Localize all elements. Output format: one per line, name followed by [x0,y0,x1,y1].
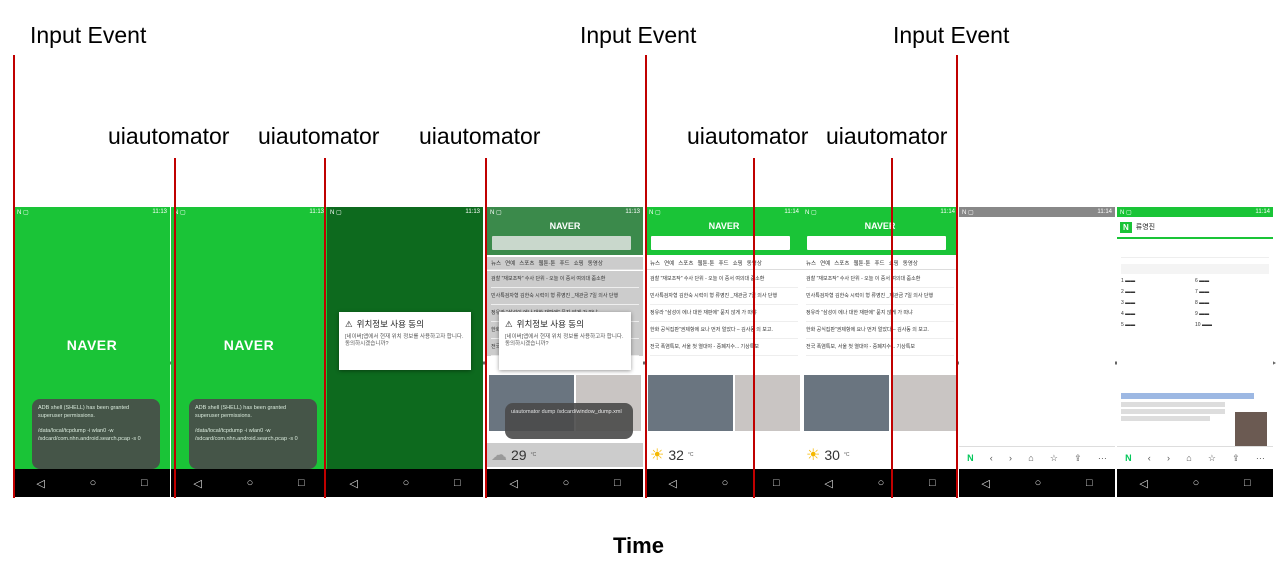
uiautomator-line-1 [174,158,176,498]
search-box [492,236,631,250]
person-photo [1235,412,1267,446]
naver-logo: NAVER [66,337,118,353]
status-bar: N ▢11:13 [174,209,324,216]
naver-header: NAVER [549,221,581,231]
android-nav: ◁○□ [327,469,483,497]
warning-icon: ⚠ [505,318,513,329]
screen-1: N ▢11:13 NAVER ADB shell (SHELL) has bee… [14,207,170,497]
status-bar: N ▢11:14 [959,207,1115,217]
screen-2: N ▢11:13 NAVER ADB shell (SHELL) has bee… [171,207,327,497]
search-box [651,236,790,250]
screen-7: N ▢11:14 N‹›⌂☆⇪··· ◁○□ [959,207,1115,497]
input-event-line-1 [13,55,15,498]
uiautomator-label-1: uiautomator [108,123,230,149]
uiautomator-line-3 [485,158,487,498]
time-label: Time [613,533,664,558]
browser-nav: N‹›⌂☆⇪··· [1117,446,1273,469]
news-photo [804,375,956,431]
input-event-label-2: Input Event [580,22,697,48]
input-event-line-3 [956,55,958,498]
browser-nav: N‹›⌂☆⇪··· [959,446,1115,469]
android-nav: ◁○□ [802,469,958,497]
search-query: 류영진 [1135,224,1156,231]
screen-8: N ▢11:14 N 류영진 1 ▬▬6 ▬▬2 ▬▬7 ▬▬3 ▬▬8 ▬▬4… [1117,207,1273,497]
uiautomator-line-4 [753,158,755,498]
uiautomator-label-4: uiautomator [687,123,809,149]
uiautomator-label-2: uiautomator [258,123,380,149]
weather: ☀32°C [646,443,802,467]
android-nav: ◁○□ [487,469,643,497]
toast: ADB shell (SHELL) has been granted super… [32,399,160,469]
sun-icon: ☀ [806,447,821,464]
status-bar: N ▢11:13 [330,209,480,216]
naver-n-icon: N [1120,221,1132,233]
input-event-label-3: Input Event [893,22,1010,48]
naver-header: NAVER [864,221,896,231]
status-bar: N ▢11:14 [1117,207,1273,217]
status-bar: N ▢11:14 [649,209,799,216]
naver-logo: NAVER [223,337,275,353]
status-bar: N ▢11:14 [805,209,955,216]
search-box [807,236,946,250]
location-dialog: ⚠위치정보 사용 동의 [네이버]앱에서 현재 위치 정보를 사용하고자 합니다… [339,312,471,370]
toast: ADB shell (SHELL) has been granted super… [189,399,317,469]
screen-3: N ▢11:13 ⚠위치정보 사용 동의 [네이버]앱에서 현재 위치 정보를 … [327,207,483,497]
status-bar: N ▢11:13 [490,209,640,216]
uiautomator-line-2 [324,158,326,498]
input-event-label-1: Input Event [30,22,147,48]
android-nav: ◁○□ [959,469,1115,497]
location-dialog: ⚠위치정보 사용 동의 [네이버]앱에서 현재 위치 정보를 사용하고자 합니다… [499,312,631,370]
cloud-icon: ☁ [491,447,507,464]
naver-header: NAVER [708,221,740,231]
android-nav: ◁○□ [171,469,327,497]
android-nav: ◁○□ [14,469,170,497]
weather: ☁29°C [487,443,643,467]
sun-icon: ☀ [650,447,665,464]
uiautomator-label-5: uiautomator [826,123,948,149]
status-bar: N ▢11:13 [17,209,167,216]
news-photo [648,375,800,431]
toast: uiautomator dump /sdcard/window_dump.xml [505,403,633,439]
warning-icon: ⚠ [345,318,353,329]
android-nav: ◁○□ [646,469,802,497]
android-nav: ◁○□ [1117,469,1273,497]
input-event-line-2 [645,55,647,498]
uiautomator-line-5 [891,158,893,498]
uiautomator-label-3: uiautomator [419,123,541,149]
weather: ☀30°C [802,443,958,467]
